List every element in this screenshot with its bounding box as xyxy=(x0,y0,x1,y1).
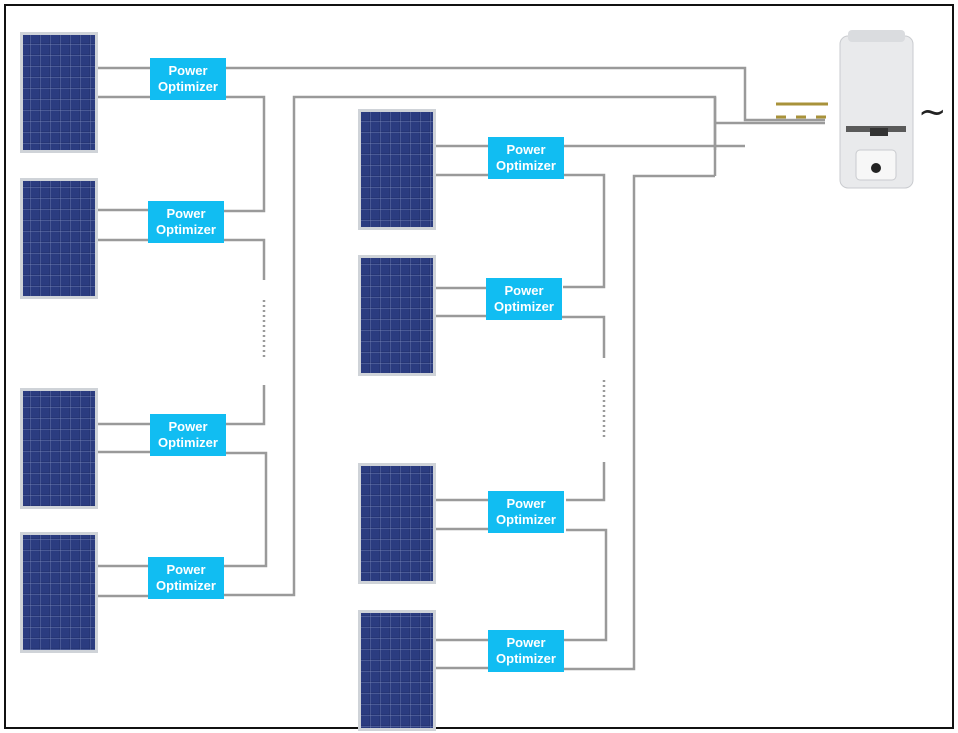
ac-symbol: ~ xyxy=(918,92,947,132)
solar-panel-3 xyxy=(20,388,98,509)
solar-panel-1 xyxy=(20,32,98,153)
wire-opt-2-down xyxy=(222,238,266,280)
optimizer-label-line2: Optimizer xyxy=(496,512,556,527)
optimizer-label-line2: Optimizer xyxy=(156,578,216,593)
optimizer-label-line1: Power xyxy=(506,142,546,157)
wire-left-string-to-inverter xyxy=(224,66,825,122)
dc-symbol xyxy=(776,102,828,119)
optimizer-label-line1: Power xyxy=(506,496,546,511)
solar-panel-8 xyxy=(358,610,436,731)
wire-to-opt-3 xyxy=(226,385,266,426)
optimizer-label-line2: Optimizer xyxy=(156,222,216,237)
optimizer-label-line1: Power xyxy=(506,635,546,650)
inverter xyxy=(839,30,914,189)
wire-opt-1-to-opt-2 xyxy=(224,95,266,213)
wire-to-opt-7 xyxy=(566,462,606,502)
optimizer-label-line1: Power xyxy=(166,562,206,577)
wire-opt-6-down xyxy=(562,315,606,358)
solar-panel-6 xyxy=(358,255,436,376)
optimizer-label-line1: Power xyxy=(168,63,208,78)
optimizer-label-line2: Optimizer xyxy=(496,158,556,173)
optimizer-label-line1: Power xyxy=(166,206,206,221)
wire-left-string-return xyxy=(224,95,717,597)
optimizer-label-line2: Optimizer xyxy=(158,79,218,94)
wires xyxy=(97,66,825,671)
panels xyxy=(20,32,436,731)
solar-panel-5 xyxy=(358,109,436,230)
optimizer-label-line2: Optimizer xyxy=(158,435,218,450)
wire-opt-5-to-opt-6 xyxy=(562,173,606,289)
wire-opt-7-to-opt-8 xyxy=(564,528,608,642)
optimizer-label-line1: Power xyxy=(168,419,208,434)
solar-panel-2 xyxy=(20,178,98,299)
optimizer-label-line1: Power xyxy=(504,283,544,298)
solar-panel-7 xyxy=(358,463,436,584)
wire-opt-3-to-opt-4 xyxy=(224,451,268,568)
solar-panel-4 xyxy=(20,532,98,653)
wire-right-string-return xyxy=(564,174,715,671)
optimizer-label-line2: Optimizer xyxy=(494,299,554,314)
diagram-frame xyxy=(4,4,954,729)
optimizer-label-line2: Optimizer xyxy=(496,651,556,666)
